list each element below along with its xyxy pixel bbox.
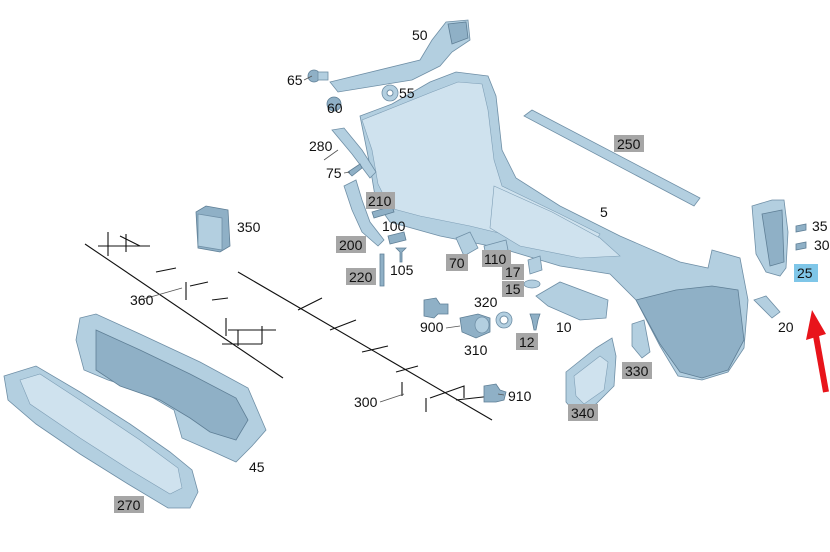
part-15-washer[interactable] [523, 279, 541, 289]
red-arrow-icon [806, 310, 829, 393]
part-30-screw[interactable] [795, 241, 807, 251]
callout-340-bg [568, 404, 598, 421]
part-45-energy-absorber[interactable] [75, 313, 267, 463]
part-60-grommet[interactable] [326, 96, 342, 112]
part-900-sensor[interactable] [423, 297, 449, 319]
callout-310[interactable]: 310 [464, 342, 488, 358]
part-25-side-panel[interactable] [751, 199, 789, 277]
callout-200-bg [336, 236, 366, 253]
part-65-clip[interactable] [307, 69, 329, 83]
callout-12[interactable]: 12 [519, 334, 535, 350]
part-12-bolt[interactable] [529, 313, 541, 331]
part-20-clip[interactable] [753, 295, 781, 319]
callout-70[interactable]: 70 [449, 255, 465, 271]
part-55-grommet[interactable] [381, 84, 399, 102]
part-320-ring[interactable] [495, 311, 513, 329]
callout-25[interactable]: 25 [797, 265, 813, 281]
callout-280[interactable]: 280 [309, 138, 333, 154]
part-50-mounting-bracket[interactable] [329, 19, 471, 93]
wiring-harness-300[interactable] [237, 271, 493, 421]
part-280-deflector[interactable] [331, 127, 377, 179]
callout-210-bg [366, 192, 395, 209]
callout-220-bg [346, 268, 376, 285]
part-100-clip[interactable] [387, 231, 407, 245]
callout-900[interactable]: 900 [420, 319, 444, 335]
callout-210[interactable]: 210 [368, 193, 392, 209]
callout-910[interactable]: 910 [508, 388, 532, 404]
callout-15[interactable]: 15 [505, 281, 521, 297]
callout-110[interactable]: 110 [484, 251, 507, 267]
callout-55[interactable]: 55 [399, 85, 415, 101]
callout-350[interactable]: 350 [237, 219, 261, 235]
callout-35[interactable]: 35 [812, 218, 828, 234]
callout-220[interactable]: 220 [349, 269, 373, 285]
callout-25-bg [794, 264, 818, 282]
part-250-trim-strip[interactable] [523, 109, 701, 207]
callout-50[interactable]: 50 [412, 27, 428, 43]
callout-60[interactable]: 60 [327, 100, 343, 116]
callout-300[interactable]: 300 [354, 394, 378, 410]
callout-270-bg [114, 496, 144, 513]
part-340-reflector-housing[interactable] [565, 337, 617, 415]
part-10-reinforcement[interactable] [535, 281, 609, 321]
callout-340[interactable]: 340 [571, 405, 595, 421]
callout-12-bg [516, 333, 538, 350]
callout-360[interactable]: 360 [130, 292, 154, 308]
part-17-cap[interactable] [527, 255, 543, 275]
callout-100[interactable]: 100 [382, 218, 406, 234]
callout-10[interactable]: 10 [556, 319, 572, 335]
part-350-control-module[interactable] [195, 205, 231, 253]
callout-110-bg [482, 250, 511, 267]
part-220-stud[interactable] [379, 253, 385, 287]
callout-30[interactable]: 30 [814, 237, 830, 253]
wiring-harness-360[interactable] [84, 232, 284, 379]
callout-330-bg [622, 362, 652, 379]
callout-250[interactable]: 250 [617, 136, 641, 152]
part-5-bumper-cover[interactable] [359, 71, 749, 381]
callout-200[interactable]: 200 [339, 237, 363, 253]
callout-250-bg [614, 135, 644, 152]
part-200-bracket[interactable] [343, 179, 385, 247]
callout-75[interactable]: 75 [326, 165, 342, 181]
callout-17-bg [502, 264, 524, 280]
callout-labels: 50 65 60 55 250 280 75 5 35 30 25 350 21… [114, 27, 830, 513]
part-70-sensor-holder[interactable] [455, 231, 479, 257]
part-910-sensor[interactable] [483, 383, 507, 403]
callout-105[interactable]: 105 [390, 262, 414, 278]
leader-lines [139, 75, 505, 403]
part-105-rivet[interactable] [395, 247, 407, 263]
callout-70-bg [446, 254, 468, 271]
callout-45[interactable]: 45 [249, 459, 265, 475]
callout-5[interactable]: 5 [600, 204, 608, 220]
callout-15-bg [502, 281, 524, 297]
callout-20[interactable]: 20 [778, 319, 794, 335]
part-35-screw[interactable] [795, 223, 807, 233]
callout-270[interactable]: 270 [117, 497, 141, 513]
part-270-lower-trim[interactable] [3, 365, 199, 509]
part-310-sensor-housing[interactable] [459, 313, 491, 339]
callout-17[interactable]: 17 [505, 264, 521, 280]
part-330-bracket[interactable] [631, 319, 651, 359]
part-75-screw[interactable] [347, 163, 363, 177]
callout-330[interactable]: 330 [625, 363, 649, 379]
callout-320[interactable]: 320 [474, 294, 498, 310]
callout-65[interactable]: 65 [287, 72, 303, 88]
